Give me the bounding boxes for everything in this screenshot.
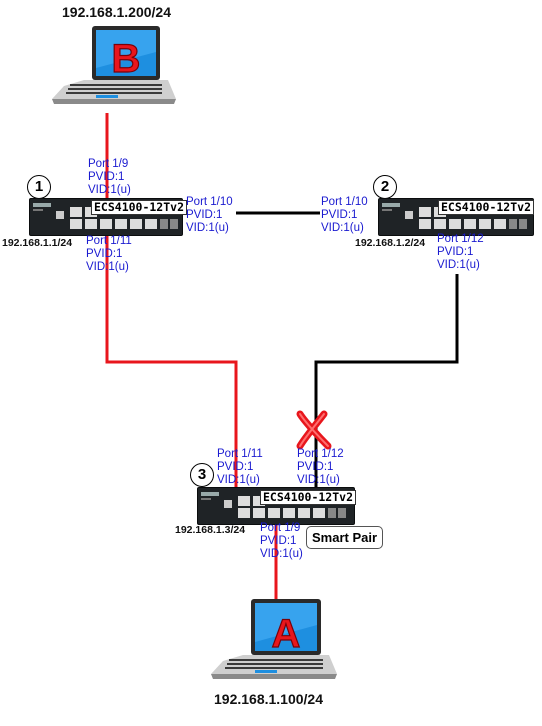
switch1-ip: 192.168.1.1/24 bbox=[2, 237, 73, 249]
laptop-b-icon bbox=[52, 26, 176, 104]
switch1-number: 1 bbox=[27, 175, 51, 199]
laptop-a-icon bbox=[211, 599, 337, 679]
laptop-a-letter: A bbox=[272, 612, 301, 656]
switch1-model: ECS4100-12Tv2 bbox=[91, 200, 188, 215]
switch3-ports-icon bbox=[201, 492, 346, 518]
switch3-number: 3 bbox=[190, 463, 214, 487]
link-switch1-switch3 bbox=[105, 236, 238, 489]
switch2-model: ECS4100-12Tv2 bbox=[438, 200, 535, 215]
switch3-ip: 192.168.1.3/24 bbox=[175, 524, 246, 536]
laptop-b-letter: B bbox=[112, 37, 141, 81]
switch2-number: 2 bbox=[373, 175, 397, 199]
smart-pair-label: Smart Pair bbox=[306, 526, 384, 549]
switch3-model: ECS4100-12Tv2 bbox=[260, 490, 357, 505]
laptop-b-ip: 192.168.1.200/24 bbox=[62, 4, 171, 20]
blocked-link-icon bbox=[296, 410, 332, 450]
laptop-a-ip: 192.168.1.100/24 bbox=[214, 691, 323, 707]
switch2-ip: 192.168.1.2/24 bbox=[355, 237, 426, 249]
